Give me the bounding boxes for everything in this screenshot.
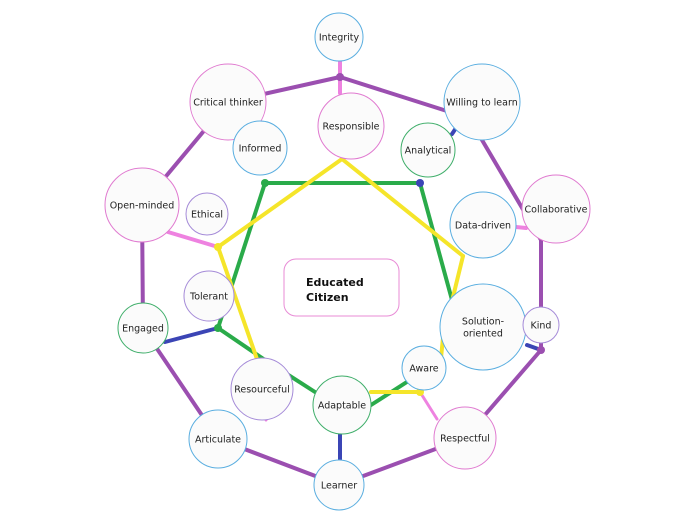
node-label: Respectful <box>440 434 490 445</box>
node-circle <box>313 459 365 511</box>
node-label: Kind <box>531 321 552 332</box>
center-title-line: Educated <box>306 276 364 289</box>
node-circle <box>188 409 248 469</box>
yellow-ring-line <box>216 157 344 249</box>
center-box <box>283 258 400 317</box>
center-title-line: Citizen <box>306 291 349 304</box>
node-label: Adaptable <box>318 401 366 412</box>
node-circle <box>232 120 288 176</box>
node-label: Engaged <box>122 324 164 335</box>
node-tolerant[interactable]: Tolerant <box>183 270 235 322</box>
node-solution-oriented[interactable]: Solution-oriented <box>439 283 527 371</box>
node-circle <box>433 406 497 470</box>
blue-connector-line <box>163 326 220 344</box>
node-circle <box>189 63 267 141</box>
node-resourceful[interactable]: Resourceful <box>230 357 294 421</box>
node-adaptable[interactable]: Adaptable <box>312 375 372 435</box>
node-label: Integrity <box>319 33 360 44</box>
node-informed[interactable]: Informed <box>232 120 288 176</box>
yellow-ring-line <box>216 245 260 364</box>
junction-dot <box>537 346 545 354</box>
node-analytical[interactable]: Analytical <box>400 122 456 178</box>
yellow-ring-line <box>340 157 465 258</box>
node-circle <box>443 63 521 141</box>
node-circle <box>183 270 235 322</box>
node-circle <box>117 302 169 354</box>
node-label: Articulate <box>195 435 241 446</box>
node-label: Responsible <box>323 122 380 133</box>
node-label: Data-driven <box>455 221 511 232</box>
node-circle <box>400 122 456 178</box>
pink-connector-line <box>166 230 220 249</box>
node-data-driven[interactable]: Data-driven <box>449 191 517 259</box>
node-label: Learner <box>321 481 357 492</box>
node-label: Solution- <box>462 317 504 328</box>
node-circle <box>449 191 517 259</box>
node-integrity[interactable]: Integrity <box>314 12 364 62</box>
node-willing-to-learn[interactable]: Willing to learn <box>443 63 521 141</box>
node-kind[interactable]: Kind <box>522 306 560 344</box>
outer-ring-line <box>338 75 452 114</box>
junction-dot <box>214 243 222 251</box>
node-collaborative[interactable]: Collaborative <box>521 174 591 244</box>
node-label: oriented <box>463 329 503 340</box>
junction-dot <box>214 324 222 332</box>
node-circle <box>230 357 294 421</box>
node-open-minded[interactable]: Open-minded <box>104 167 180 243</box>
pink-connector-line <box>418 390 439 421</box>
node-engaged[interactable]: Engaged <box>117 302 169 354</box>
node-responsible[interactable]: Responsible <box>317 92 385 160</box>
junction-dot <box>261 179 269 187</box>
node-circle <box>521 174 591 244</box>
node-label: Open-minded <box>110 201 175 212</box>
node-label: Informed <box>239 144 282 155</box>
node-circle <box>401 345 447 391</box>
node-aware[interactable]: Aware <box>401 345 447 391</box>
node-circle <box>104 167 180 243</box>
node-label: Analytical <box>405 146 452 157</box>
node-label: Ethical <box>191 210 223 221</box>
node-articulate[interactable]: Articulate <box>188 409 248 469</box>
node-circle <box>312 375 372 435</box>
node-label: Aware <box>409 364 438 375</box>
junction-dot <box>336 73 344 81</box>
node-ethical[interactable]: Ethical <box>185 192 229 236</box>
node-learner[interactable]: Learner <box>313 459 365 511</box>
node-label: Willing to learn <box>446 98 517 109</box>
node-label: Resourceful <box>234 385 290 396</box>
green-ring-line <box>418 181 454 302</box>
node-circle <box>317 92 385 160</box>
node-respectful[interactable]: Respectful <box>433 406 497 470</box>
node-circle <box>522 306 560 344</box>
node-critical-thinker[interactable]: Critical thinker <box>189 63 267 141</box>
node-label: Critical thinker <box>193 98 263 109</box>
node-circle <box>185 192 229 236</box>
pink-connector-line <box>514 225 528 230</box>
node-label: Collaborative <box>525 205 588 216</box>
node-label: Tolerant <box>189 292 228 303</box>
node-circle <box>314 12 364 62</box>
junction-dot <box>416 179 424 187</box>
